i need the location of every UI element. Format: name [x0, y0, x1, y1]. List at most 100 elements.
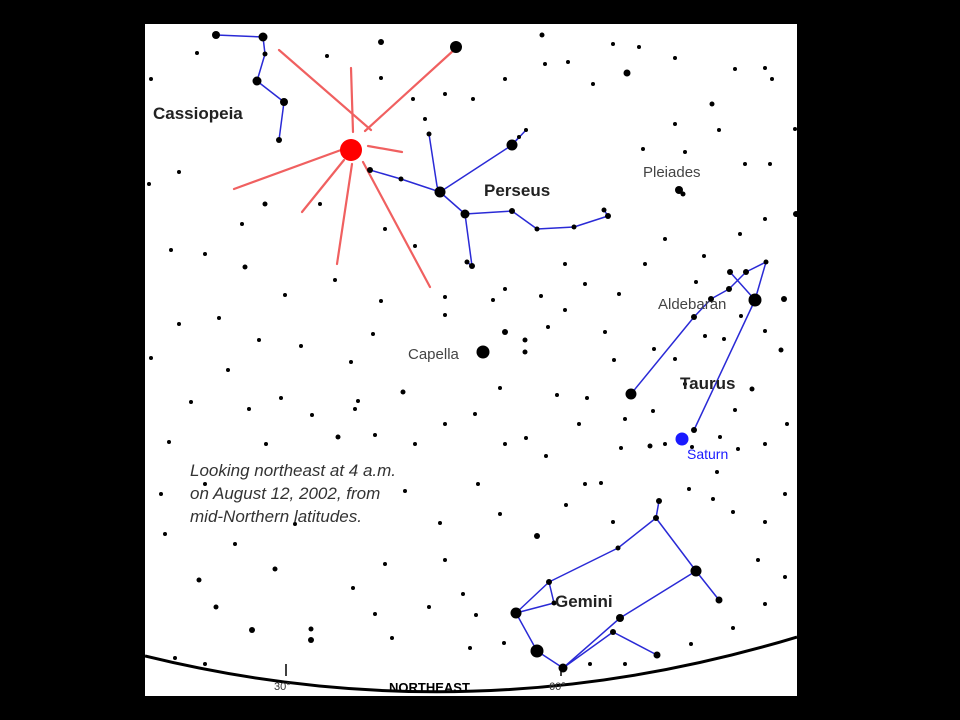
star: [749, 386, 755, 392]
star: [623, 69, 631, 77]
star: [743, 162, 747, 166]
star: [443, 558, 447, 562]
star: [617, 292, 621, 296]
star: [383, 562, 387, 566]
star: [768, 162, 772, 166]
star: [333, 278, 337, 282]
star: [502, 329, 508, 335]
star: [524, 436, 528, 440]
star: [610, 629, 616, 635]
star: [673, 56, 677, 60]
star: [770, 77, 774, 81]
star: [690, 445, 694, 449]
star: [763, 259, 769, 265]
star: [558, 663, 568, 673]
star: [611, 520, 615, 524]
star: [524, 128, 528, 132]
label-cassiopeia: Cassiopeia: [153, 104, 243, 123]
star: [240, 222, 244, 226]
meteor-rays: [232, 48, 456, 289]
star: [443, 313, 447, 317]
star: [601, 207, 607, 213]
star: [280, 98, 288, 106]
star: [603, 330, 607, 334]
star: [163, 532, 167, 536]
star: [623, 662, 627, 666]
star: [683, 382, 687, 386]
star: [371, 332, 375, 336]
star: [739, 314, 743, 318]
star: [335, 434, 341, 440]
star: [663, 442, 667, 446]
star: [652, 347, 656, 351]
star: [272, 566, 278, 572]
star: [611, 42, 615, 46]
star: [217, 316, 221, 320]
star: [647, 443, 653, 449]
star: [711, 497, 715, 501]
star: [411, 97, 415, 101]
star: [783, 492, 787, 496]
star: [763, 329, 767, 333]
star: [612, 358, 616, 362]
star: [498, 386, 502, 390]
star: [763, 66, 767, 70]
star: [763, 217, 767, 221]
star: [276, 137, 282, 143]
label-taurus: Taurus: [680, 374, 735, 393]
star: [778, 347, 784, 353]
star: [563, 262, 567, 266]
star: [736, 447, 740, 451]
star: [663, 237, 667, 241]
star: [257, 338, 261, 342]
star: [564, 503, 568, 507]
star-map-svg: Cassiopeia Perseus Pleiades Aldebaran Ca…: [145, 31, 797, 695]
caption-line-2: on August 12, 2002, from: [190, 484, 380, 503]
star: [539, 32, 545, 38]
star: [534, 226, 540, 232]
star: [373, 612, 377, 616]
star: [763, 442, 767, 446]
star: [279, 396, 283, 400]
star: [498, 512, 502, 516]
star: [413, 442, 417, 446]
star: [464, 259, 470, 265]
star: [450, 41, 462, 53]
star: [502, 641, 506, 645]
star: [262, 51, 268, 57]
star: [468, 646, 472, 650]
star: [367, 167, 373, 173]
star: [571, 224, 577, 230]
star: [605, 213, 611, 219]
star: [683, 150, 687, 154]
star: [159, 492, 163, 496]
star: [390, 636, 394, 640]
star: [293, 522, 297, 526]
star: [733, 408, 737, 412]
star: [546, 325, 550, 329]
star: [258, 32, 268, 42]
star: [781, 296, 787, 302]
star: [756, 558, 760, 562]
star: [443, 295, 447, 299]
star: [203, 252, 207, 256]
star: [379, 76, 383, 80]
star: [353, 407, 357, 411]
star: [423, 117, 427, 121]
star: [503, 442, 507, 446]
star: [709, 101, 715, 107]
star: [325, 54, 329, 58]
star: [599, 481, 603, 485]
star: [509, 208, 515, 214]
star: [718, 435, 722, 439]
star: [673, 122, 677, 126]
label-aldebaran: Aldebaran: [658, 296, 726, 313]
star: [149, 356, 153, 360]
star: [689, 642, 693, 646]
star: [471, 97, 475, 101]
star: [403, 489, 407, 493]
star: [262, 201, 268, 207]
star-field: [147, 31, 797, 673]
star: [563, 308, 567, 312]
